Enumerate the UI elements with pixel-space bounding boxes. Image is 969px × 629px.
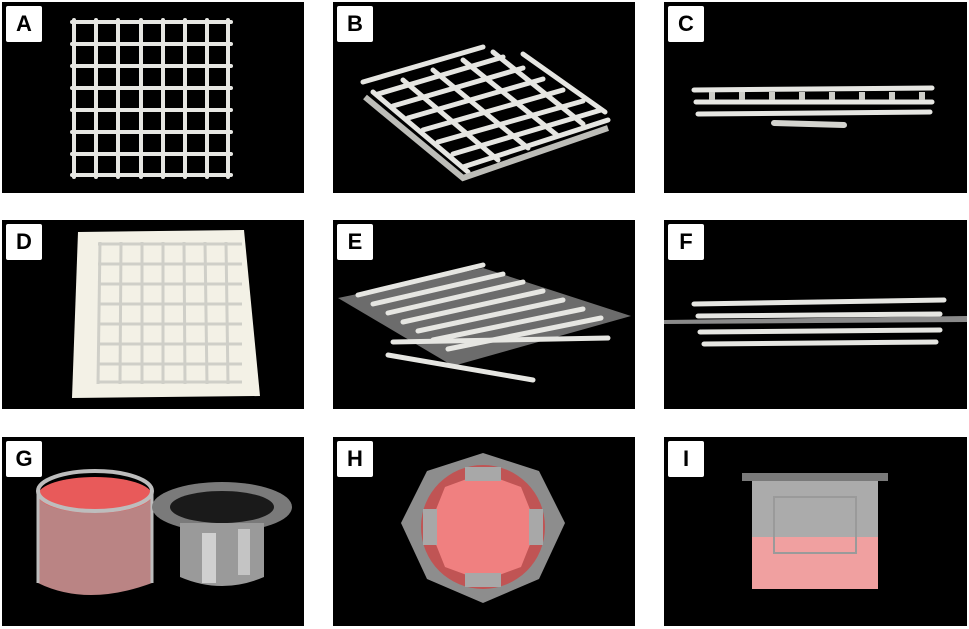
panel-f: F — [664, 220, 967, 409]
panel-a-label: A — [6, 6, 42, 42]
panel-i: I — [664, 437, 967, 626]
panel-d-label: D — [6, 224, 42, 260]
insert-top-view-render — [401, 453, 565, 603]
insert-side-view-render — [742, 473, 888, 589]
panel-g-label: G — [6, 441, 42, 477]
lattice-side-view-render — [691, 85, 935, 128]
panel-e: E — [333, 220, 635, 409]
panel-g: G — [2, 437, 304, 626]
panel-c-label: C — [668, 6, 704, 42]
panel-c: C — [664, 2, 967, 193]
panel-h: H — [333, 437, 635, 626]
panel-d: D — [2, 220, 304, 409]
membrane-top-view-render — [72, 230, 260, 398]
cup-and-holder-render — [36, 469, 292, 595]
panel-f-label: F — [668, 224, 704, 260]
panel-e-label: E — [337, 224, 373, 260]
panel-b: B — [333, 2, 635, 193]
lattice-top-view-render — [70, 18, 233, 179]
lattice-perspective-render — [360, 44, 611, 182]
membrane-side-view-render — [664, 297, 967, 347]
panel-h-label: H — [337, 441, 373, 477]
panel-a: A — [2, 2, 304, 193]
panel-b-label: B — [337, 6, 373, 42]
membrane-perspective-render — [338, 262, 631, 383]
panel-i-label: I — [668, 441, 704, 477]
